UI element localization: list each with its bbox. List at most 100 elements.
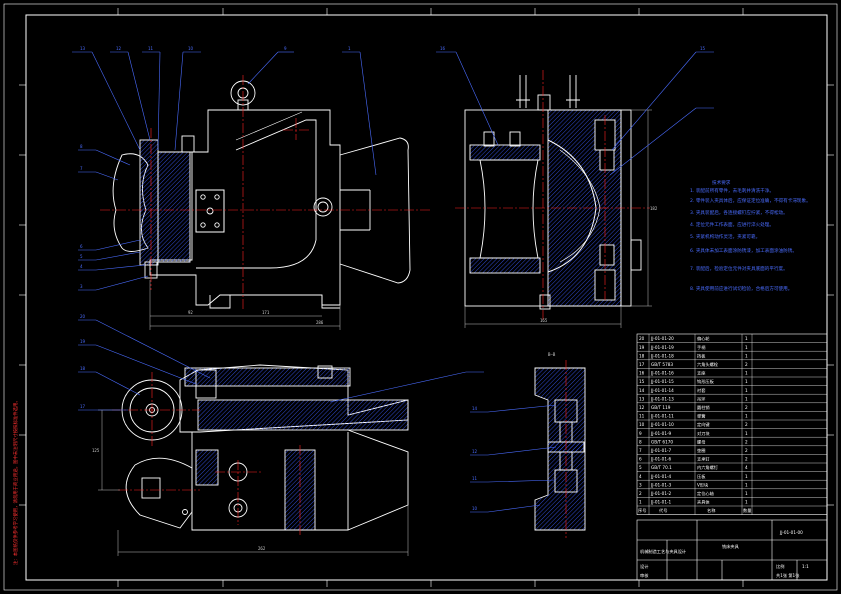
balloon-6: 6 [80,244,83,249]
part-code: GB/T 119 [651,405,671,410]
part-qty: 2 [745,422,748,427]
part-no: 17 [639,362,645,367]
balloon-15: 15 [700,46,706,51]
tech-item-2: 2. 零件装入夹具体后，应保证定位准确，不得有卡滞现象。 [690,197,811,204]
part-qty: 1 [745,345,748,350]
part-name: 内六角螺钉 [697,464,719,471]
part-name: 弹簧 [697,413,705,420]
part-qty: 2 [745,448,748,453]
dim-side-height: 182 [650,206,658,211]
part-code: GB/T 5783 [651,362,673,367]
part-code: JJ-01-01-3 [650,482,672,487]
part-qty: 1 [745,431,748,436]
zone-ticks [19,8,834,587]
tech-requirements: 技术要求 1. 装配前所有零件，去毛刺并清洗干净。 2. 零件装入夹具体后，应保… [690,179,811,292]
tech-item-7: 7. 装配后，检验定位元件对夹具底面的平行度。 [690,265,788,272]
part-code: JJ-01-01-2 [650,491,672,496]
outer-frame [3,3,838,591]
tech-item-6: 6. 夹具体未加工表面涂防锈漆，加工表面涂油防锈。 [690,247,797,254]
front-leaders [72,51,377,291]
part-name: 挡板 [697,352,706,359]
tech-item-5: 5. 夹紧机构动作灵活，夹紧可靠。 [690,233,760,240]
side-leaders [436,51,714,176]
balloon-14: 14 [472,406,478,411]
top-view [121,364,409,531]
part-no: 12 [639,405,645,410]
side-center-lines [455,70,650,320]
title-checker: 审核 [640,572,649,579]
front-center-lines [100,75,430,310]
side-note: 注：本图纸仅供参考学习使用，请勿用于商业用途。图中未注明尺寸按照标准件选用。 [12,398,19,565]
tech-title: 技术要求 [712,179,731,186]
front-balloons: 13 12 11 10 9 1 8 7 6 5 4 3 [80,46,351,289]
parts-header-code: 代号 [659,507,667,514]
part-name: 偏心轮 [697,335,710,342]
balloon-3: 3 [80,284,83,289]
part-name: 定位心轴 [697,490,714,497]
part-code: JJ-01-01-1 [650,500,672,505]
balloon-19: 19 [80,339,86,344]
part-code: JJ-01-01-19 [650,345,674,350]
part-name: 圆柱销 [697,404,710,411]
balloon-13: 13 [80,46,86,51]
part-name: 手柄 [697,344,705,351]
part-qty: 1 [745,379,748,384]
part-code: GB/T 70.1 [651,465,672,470]
title-designer: 设计 [640,563,648,570]
top-center-lines [112,372,301,535]
section-leaders [470,404,557,513]
dim-top-width: 262 [258,546,266,551]
balloon-18: 18 [80,366,86,371]
part-no: 16 [639,371,645,376]
side-dims [464,109,652,328]
part-code: JJ-01-01-6 [650,457,672,462]
dim-front-a: 92 [188,310,193,315]
clamp-plate [195,189,225,233]
part-name: V形块 [697,481,709,488]
part-qty: 2 [745,362,748,367]
part-qty: 1 [745,500,748,505]
tech-item-1: 1. 装配前所有零件，去毛刺并清洗干净。 [690,187,774,194]
part-code: JJ-01-01-14 [650,388,674,393]
part-name: 六角头螺栓 [697,361,719,368]
top-dims [98,409,409,556]
part-no: 9 [639,431,642,436]
balloon-10b: 10 [472,506,478,511]
dim-front-b: 171 [262,310,270,315]
fixture-body-outline [149,109,341,306]
balloon-8: 8 [80,144,83,149]
balloon-11: 11 [148,46,154,51]
front-view [112,80,411,309]
part-qty: 1 [745,491,748,496]
part-qty: 1 [745,482,748,487]
part-name: 衬套 [697,387,706,394]
part-name: 吊环 [697,396,705,402]
part-qty: 2 [745,457,748,462]
inner-frame [25,14,828,581]
part-name: 支座 [697,370,705,377]
balloon-12: 12 [116,46,122,51]
part-name: 垫圈 [697,447,705,454]
part-no: 1 [639,500,642,505]
part-qty: 1 [745,396,748,401]
dim-top-height: 125 [92,448,100,453]
balloon-17: 17 [80,404,86,409]
part-code: JJ-01-01-10 [650,422,674,427]
part-no: 11 [639,414,645,419]
part-no: 4 [639,474,642,479]
part-name: 钩形压板 [697,378,715,385]
part-name: 夹具体 [697,499,710,506]
front-dims [149,280,341,330]
part-code: JJ-01-01-13 [650,396,674,401]
title-drawing-no: JJ-01-01-00 [779,530,803,535]
part-no: 20 [639,336,645,341]
part-code: JJ-01-01-4 [650,474,672,479]
parts-header-no: 序号 [638,507,646,514]
part-code: JJ-01-01-11 [650,414,674,419]
title-drawing-name: 铣床夹具 [722,543,740,550]
balloon-1: 1 [348,46,351,51]
part-no: 14 [639,388,645,393]
part-code: GB/T 6170 [651,439,673,444]
